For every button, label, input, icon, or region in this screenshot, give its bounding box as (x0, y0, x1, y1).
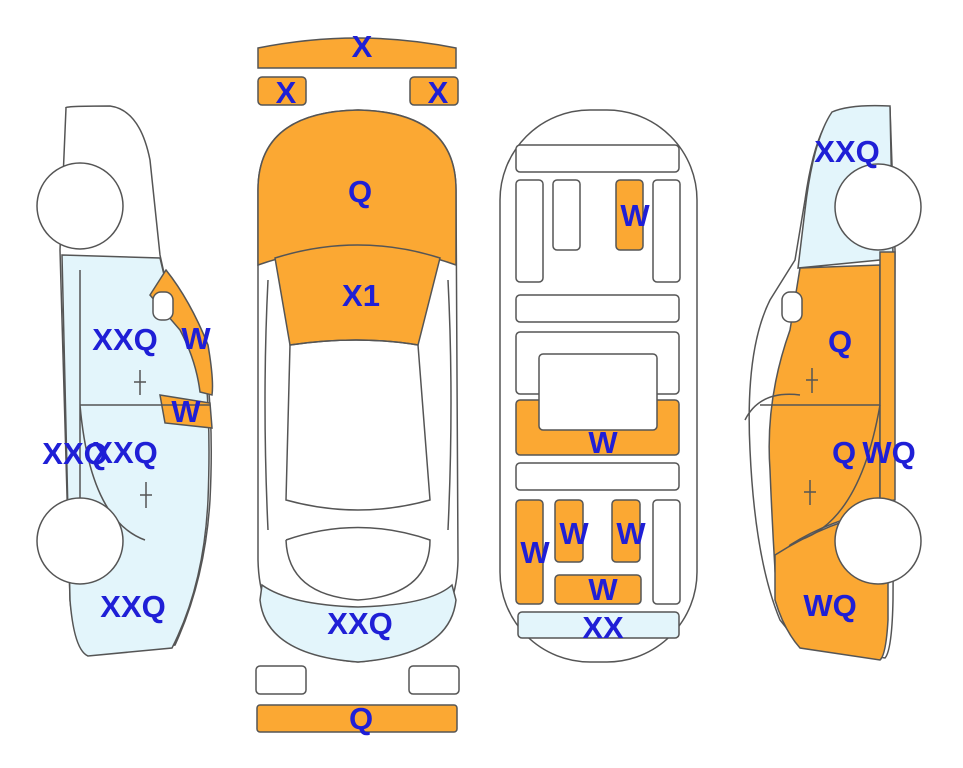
label-right-front-fender: WQ (803, 588, 856, 623)
label-headlight-right: X (428, 75, 449, 110)
label-left-rear-door: XXQ (100, 589, 165, 624)
ub-left-rail-2 (552, 179, 581, 251)
roof-outline (285, 339, 431, 511)
underbody-view (499, 109, 698, 663)
ub-right-rail (652, 179, 681, 283)
label-right-rocker-b: WQ (862, 435, 915, 470)
right-door-handle-2 (804, 480, 816, 505)
tail-light-left (255, 665, 307, 695)
label-underbody-tunnel: W (620, 198, 650, 233)
label-left-front-fender: XXQ (92, 435, 157, 470)
ub-floor-left[interactable] (554, 499, 584, 563)
label-windshield: X1 (342, 278, 380, 313)
label-left-a-pillar: W (181, 321, 211, 356)
label-rear-bumper: Q (349, 701, 373, 736)
label-underbody-rear-cross: W (588, 572, 618, 607)
right-mirror-glass (781, 291, 803, 323)
label-underbody-floor-right: W (616, 516, 646, 551)
top-view (255, 37, 460, 733)
label-headlight-left: X (276, 75, 297, 110)
left-rear-wheel (36, 497, 124, 585)
ub-center-pan (538, 353, 658, 431)
headlight-right[interactable] (409, 76, 459, 106)
rear-bumper[interactable] (256, 704, 458, 733)
label-rear-window: XXQ (327, 606, 392, 641)
left-mirror-glass (152, 291, 174, 321)
ub-rear-cross (515, 462, 680, 491)
left-front-wheel (36, 162, 124, 250)
right-door-handle-1 (806, 368, 818, 393)
label-left-mirror: W (171, 394, 201, 429)
label-right-rocker-a: Q (832, 435, 856, 470)
ub-left-rail (515, 179, 544, 283)
label-left-front-door: XXQ (92, 322, 157, 357)
ub-floor-right[interactable] (611, 499, 641, 563)
ub-rail-left[interactable] (515, 499, 544, 605)
ub-tunnel[interactable] (615, 179, 644, 251)
ub-mid-cross (515, 294, 680, 323)
label-front-bumper: X (352, 29, 373, 64)
side-lines (264, 279, 452, 531)
label-left-outer-edge: XXQ (42, 436, 107, 471)
ub-rail-right (652, 499, 681, 605)
right-door-line (744, 393, 881, 541)
label-right-rear-fender: XXQ (814, 134, 879, 169)
left-door-handle-1 (134, 370, 146, 395)
headlight-left[interactable] (257, 76, 307, 106)
label-hood: Q (348, 174, 372, 209)
left-mirror-panel[interactable] (159, 394, 213, 429)
label-right-door: Q (828, 324, 852, 359)
tail-light-right (408, 665, 460, 695)
right-side-view (744, 104, 922, 661)
left-side-view (36, 105, 214, 657)
front-bumper[interactable] (257, 37, 457, 69)
right-rear-wheel (834, 163, 922, 251)
label-underbody-rail-left: W (520, 535, 550, 570)
ub-rear-panel[interactable] (517, 611, 680, 639)
rear-window-panel[interactable] (259, 583, 457, 663)
label-underbody-rear-panel: XX (582, 610, 624, 645)
right-front-wheel (834, 497, 922, 585)
left-door-handle-2 (140, 482, 152, 508)
label-underbody-floor-left: W (559, 516, 589, 551)
rear-glass-line (285, 526, 431, 601)
label-underbody-crossmember: W (588, 425, 618, 460)
right-rocker-panel[interactable] (879, 251, 896, 503)
ub-rear-crossmember[interactable] (554, 574, 642, 605)
ub-front-cross (515, 144, 680, 173)
damage-labels: X X X Q X1 XXQ Q XXQ W W XXQ XXQ XXQ W W… (42, 29, 915, 736)
